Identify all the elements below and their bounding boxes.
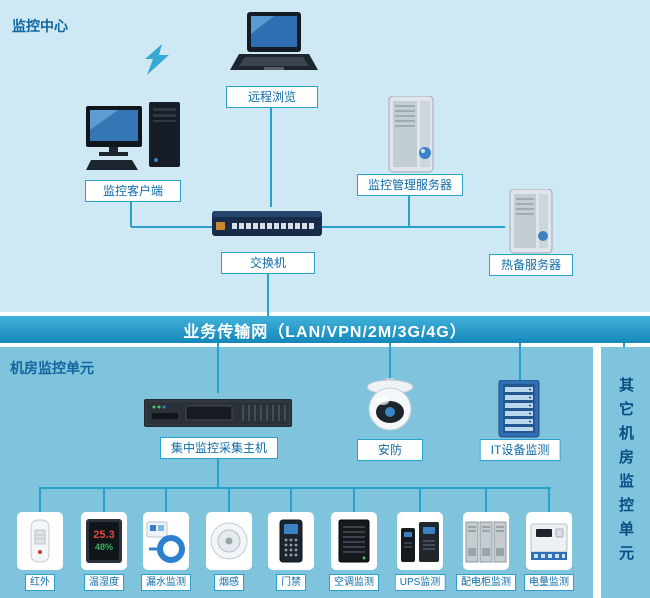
power-cabinet-icon <box>465 521 507 563</box>
sensor-smoke-label: 烟感 <box>214 574 244 591</box>
sensor-temp-humidity-label: 温湿度 <box>84 574 124 591</box>
sensor-water-leak-label: 漏水监测 <box>141 574 191 591</box>
ups-icon <box>401 522 439 562</box>
server-tower-icon <box>382 95 440 174</box>
sensor-power-cabinet-label: 配电柜监测 <box>456 574 516 591</box>
collector-host-label: 集中监控采集主机 <box>159 437 279 460</box>
dome-camera-icon <box>362 378 418 436</box>
client-label: 监控客户端 <box>85 180 181 203</box>
switch-label: 交换机 <box>221 252 315 275</box>
sensor-ac-label: 空调监测 <box>329 574 379 591</box>
temp-humidity-display-icon: 25.3 48% <box>86 519 122 563</box>
connector-line <box>548 487 550 513</box>
sensor-temp-humidity: 25.3 48% <box>81 512 127 570</box>
monitoring-center-title: 监控中心 <box>12 18 68 34</box>
other-room-units-title: 其它机房监控单元 <box>617 376 634 569</box>
security-label: 安防 <box>357 439 423 462</box>
network-bar-label: 业务传输网（LAN/VPN/2M/3G/4G） <box>183 323 467 341</box>
sensor-smoke <box>206 512 252 570</box>
access-control-icon <box>279 519 303 563</box>
connector-line <box>103 487 105 513</box>
it-monitor-label: IT设备监测 <box>479 439 561 462</box>
sensor-infrared-label: 红外 <box>25 574 55 591</box>
sensor-door-label: 门禁 <box>276 574 306 591</box>
other-room-units-panel: 其它机房监控单元 <box>601 347 650 598</box>
connector-line <box>130 200 132 227</box>
desktop-computer-icon <box>86 102 182 178</box>
connector-line <box>389 343 391 381</box>
connector-line <box>485 487 487 513</box>
sensor-ups <box>397 512 443 570</box>
switch-icon <box>212 206 322 240</box>
temp-humidity-screen: 25.3 48% <box>89 522 119 560</box>
connector-line <box>39 487 551 489</box>
network-bar: 业务传输网（LAN/VPN/2M/3G/4G） <box>0 316 650 343</box>
connector-line <box>165 487 167 513</box>
collector-host-icon <box>144 392 292 434</box>
lightning-icon <box>143 44 171 76</box>
connector-line <box>217 343 219 393</box>
mgmt-server-label: 监控管理服务器 <box>356 174 464 197</box>
connector-line <box>290 487 292 513</box>
sensor-door-access <box>268 512 314 570</box>
sensor-power-meter-label: 电量监测 <box>524 574 574 591</box>
infrared-sensor-icon <box>30 519 50 563</box>
standby-server-label: 热备服务器 <box>489 254 573 277</box>
connector-line <box>353 487 355 513</box>
humidity-readout: 48% <box>94 542 113 552</box>
smoke-detector-icon <box>210 522 248 560</box>
standby-server-icon <box>504 188 558 255</box>
connector-line <box>270 106 272 207</box>
sensor-ac <box>331 512 377 570</box>
sensor-infrared <box>17 512 63 570</box>
connector-line <box>408 195 410 227</box>
it-rack-icon <box>494 379 544 438</box>
temperature-readout: 25.3 <box>93 529 115 541</box>
remote-browse-label: 远程浏览 <box>226 86 318 109</box>
room-unit-title: 机房监控单元 <box>10 360 94 376</box>
connector-line <box>39 487 41 513</box>
connector-line <box>623 343 625 349</box>
sensor-ups-label: UPS监测 <box>394 574 446 591</box>
connector-line <box>217 458 219 488</box>
sensor-power-cabinet <box>463 512 509 570</box>
connector-line <box>519 343 521 381</box>
connector-line <box>419 487 421 513</box>
power-meter-icon <box>530 523 568 560</box>
sensor-water-leak <box>143 512 189 570</box>
connector-line <box>228 487 230 513</box>
air-conditioner-icon <box>338 519 370 563</box>
sensor-power-meter <box>526 512 572 570</box>
connector-line <box>267 273 269 316</box>
laptop-icon <box>226 12 318 86</box>
water-leak-icon <box>146 521 185 563</box>
